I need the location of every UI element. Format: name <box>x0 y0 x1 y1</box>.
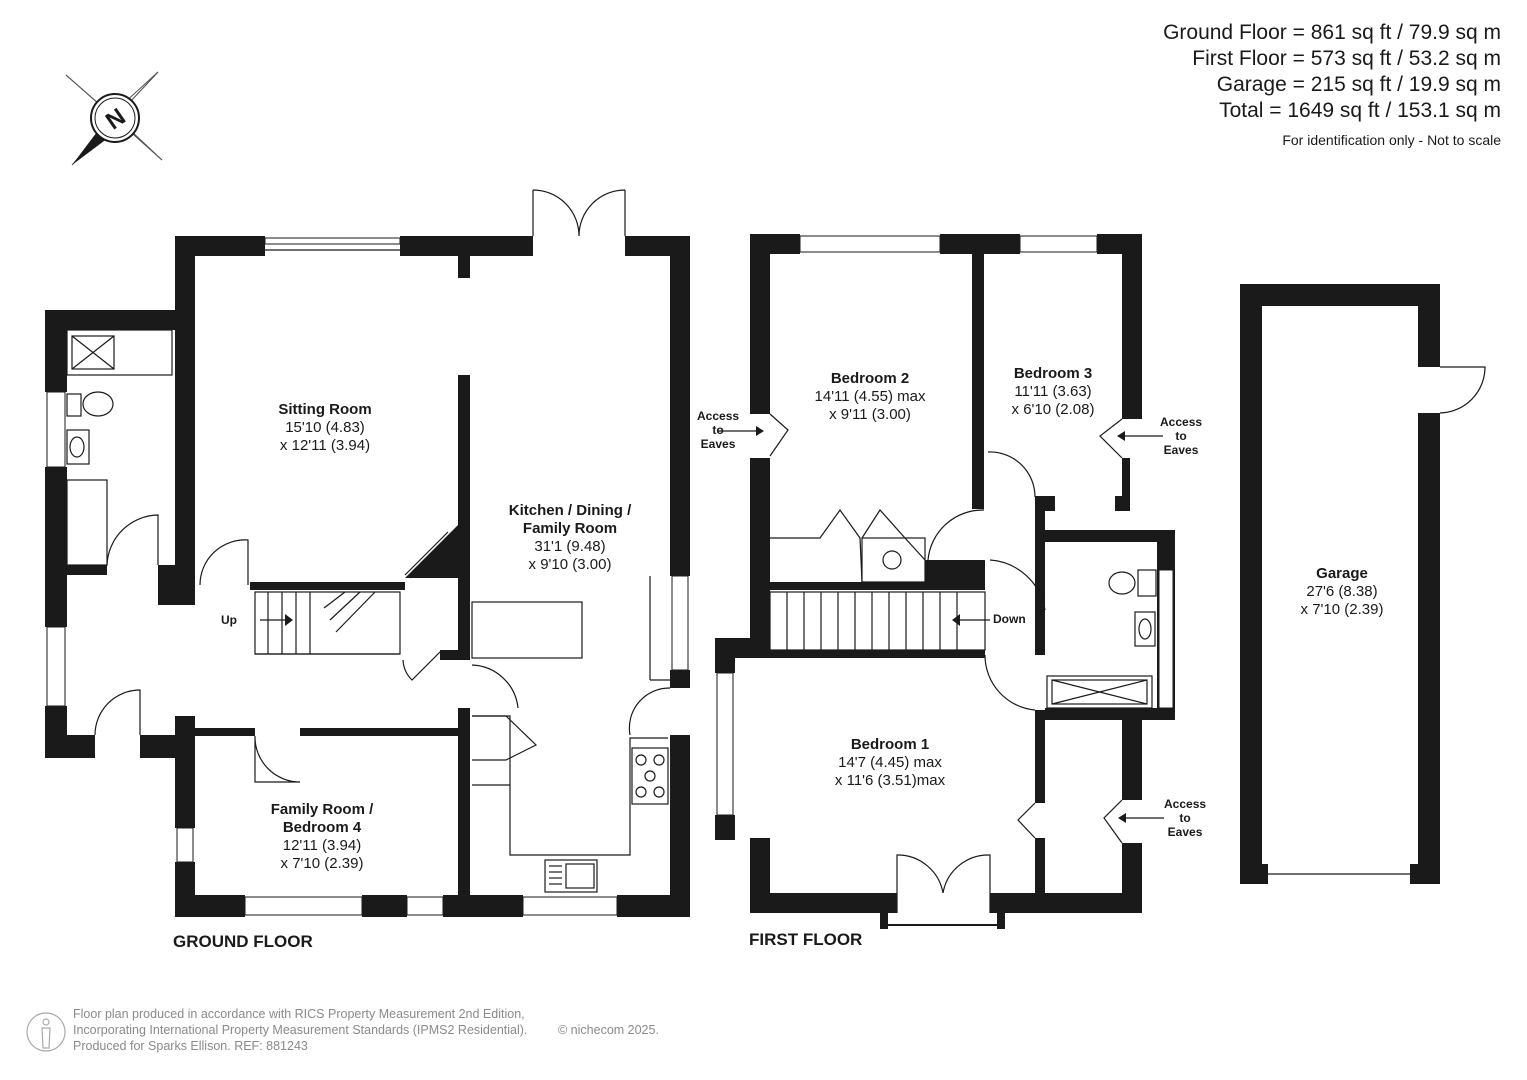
room-name: Bedroom 3 <box>1013 365 1093 382</box>
eaves-access-label: Access to Eaves <box>1160 415 1203 457</box>
room-name: Family Room / <box>270 801 374 818</box>
person-icon <box>26 1012 66 1052</box>
room-name: Garage <box>1316 565 1368 582</box>
room-name: Bedroom 4 <box>282 819 362 836</box>
stairs-up-label: Up <box>221 613 237 627</box>
room-name: Family Room <box>522 520 618 537</box>
room-dimension: 14'11 (4.55) max <box>814 388 926 405</box>
room-dimension: x 11'6 (3.51)max <box>834 772 946 789</box>
ground-floor-fittings <box>46 189 689 916</box>
room-dimension: 11'11 (3.63) <box>1014 383 1092 400</box>
room-bedroom-1: Bedroom 1 14'7 (4.45) max x 11'6 (3.51)m… <box>835 736 945 790</box>
room-name: Sitting Room <box>278 401 372 418</box>
room-garage: Garage 27'6 (8.38) x 7'10 (2.39) <box>1301 565 1384 619</box>
compass-icon: N <box>65 71 163 166</box>
room-dimension: 14'7 (4.45) max <box>838 754 942 771</box>
room-family-bedroom-4: Family Room / Bedroom 4 12'11 (3.94) x 7… <box>271 801 374 873</box>
scale-note: For identification only - Not to scale <box>1282 132 1501 148</box>
room-dimension: x 7'10 (2.39) <box>280 855 364 872</box>
room-dimension: 15'10 (4.83) <box>285 419 365 436</box>
total-area: Total = 1649 sq ft / 153.1 sq m <box>1219 99 1501 122</box>
eaves-access-label: Access to Eaves <box>697 409 740 451</box>
first-floor-label: FIRST FLOOR <box>749 930 863 949</box>
room-bedroom-2: Bedroom 2 14'11 (4.55) max x 9'11 (3.00) <box>815 370 926 424</box>
room-dimension: x 9'10 (3.00) <box>528 556 612 573</box>
arrow-left-icon <box>1117 431 1163 441</box>
room-dimension: x 12'11 (3.94) <box>279 437 371 454</box>
arrow-left-icon <box>1118 813 1164 823</box>
room-dimension: x 6'10 (2.08) <box>1011 401 1095 418</box>
stairs-down-label: Down <box>993 612 1026 626</box>
room-dimension: 31'1 (9.48) <box>534 538 606 555</box>
footer-line: Produced for Sparks Ellison. REF: 881243 <box>73 1039 308 1053</box>
area-summary: Ground Floor = 861 sq ft / 79.9 sq m Fir… <box>1163 20 1501 148</box>
room-dimension: x 9'11 (3.00) <box>829 406 911 423</box>
room-name: Bedroom 2 <box>830 370 910 387</box>
arrow-right-icon <box>718 426 764 436</box>
ground-floor-label: GROUND FLOOR <box>173 932 313 951</box>
room-sitting-room: Sitting Room 15'10 (4.83) x 12'11 (3.94) <box>278 401 371 455</box>
footer-line: Incorporating International Property Mea… <box>73 1023 528 1037</box>
ground-floor-area: Ground Floor = 861 sq ft / 79.9 sq m <box>1163 21 1501 44</box>
first-floor-walls <box>715 234 1175 913</box>
footer-line: Floor plan produced in accordance with R… <box>73 1007 525 1021</box>
room-kitchen: Kitchen / Dining / Family Room 31'1 (9.4… <box>509 502 632 574</box>
first-floor-fittings <box>716 235 1174 929</box>
first-floor-area: First Floor = 573 sq ft / 53.2 sq m <box>1192 47 1501 70</box>
ground-floor-walls <box>45 236 690 917</box>
room-name: Kitchen / Dining / <box>508 502 632 519</box>
room-name: Bedroom 1 <box>850 736 930 753</box>
room-bedroom-3: Bedroom 3 11'11 (3.63) x 6'10 (2.08) <box>1012 365 1095 419</box>
room-dimension: 12'11 (3.94) <box>282 837 362 854</box>
garage-area: Garage = 215 sq ft / 19.9 sq m <box>1216 73 1501 96</box>
garage-walls <box>1240 284 1486 884</box>
footer-brand: © nichecom 2025. <box>558 1023 659 1037</box>
eaves-access-label: Access to Eaves <box>1164 797 1207 839</box>
room-dimension: 27'6 (8.38) <box>1306 583 1378 600</box>
room-dimension: x 7'10 (2.39) <box>1300 601 1384 618</box>
footer-credits: Floor plan produced in accordance with R… <box>73 1006 659 1054</box>
